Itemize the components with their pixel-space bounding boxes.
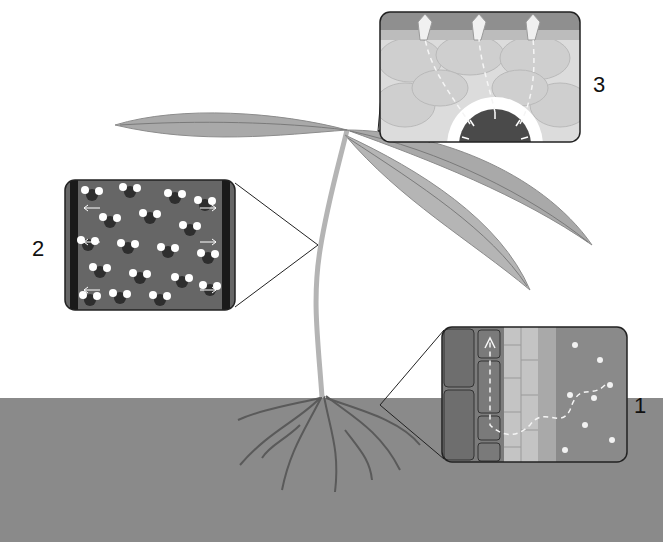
callout-number: 2 xyxy=(32,238,44,260)
roots xyxy=(238,396,420,492)
callout-number: 1 xyxy=(634,395,646,417)
leaf xyxy=(345,135,530,290)
xylem-inset xyxy=(65,180,235,310)
leaf-midrib xyxy=(120,122,347,130)
leaf-midrib xyxy=(348,138,527,286)
stem xyxy=(316,130,347,397)
inset-border xyxy=(380,12,580,142)
root-inset xyxy=(442,327,627,462)
leader-lines xyxy=(235,14,444,459)
inset-border xyxy=(442,327,627,462)
callout-number: 3 xyxy=(593,74,605,96)
leaf-section-inset xyxy=(380,12,580,142)
inset-border xyxy=(65,180,235,310)
leaf xyxy=(115,113,347,137)
